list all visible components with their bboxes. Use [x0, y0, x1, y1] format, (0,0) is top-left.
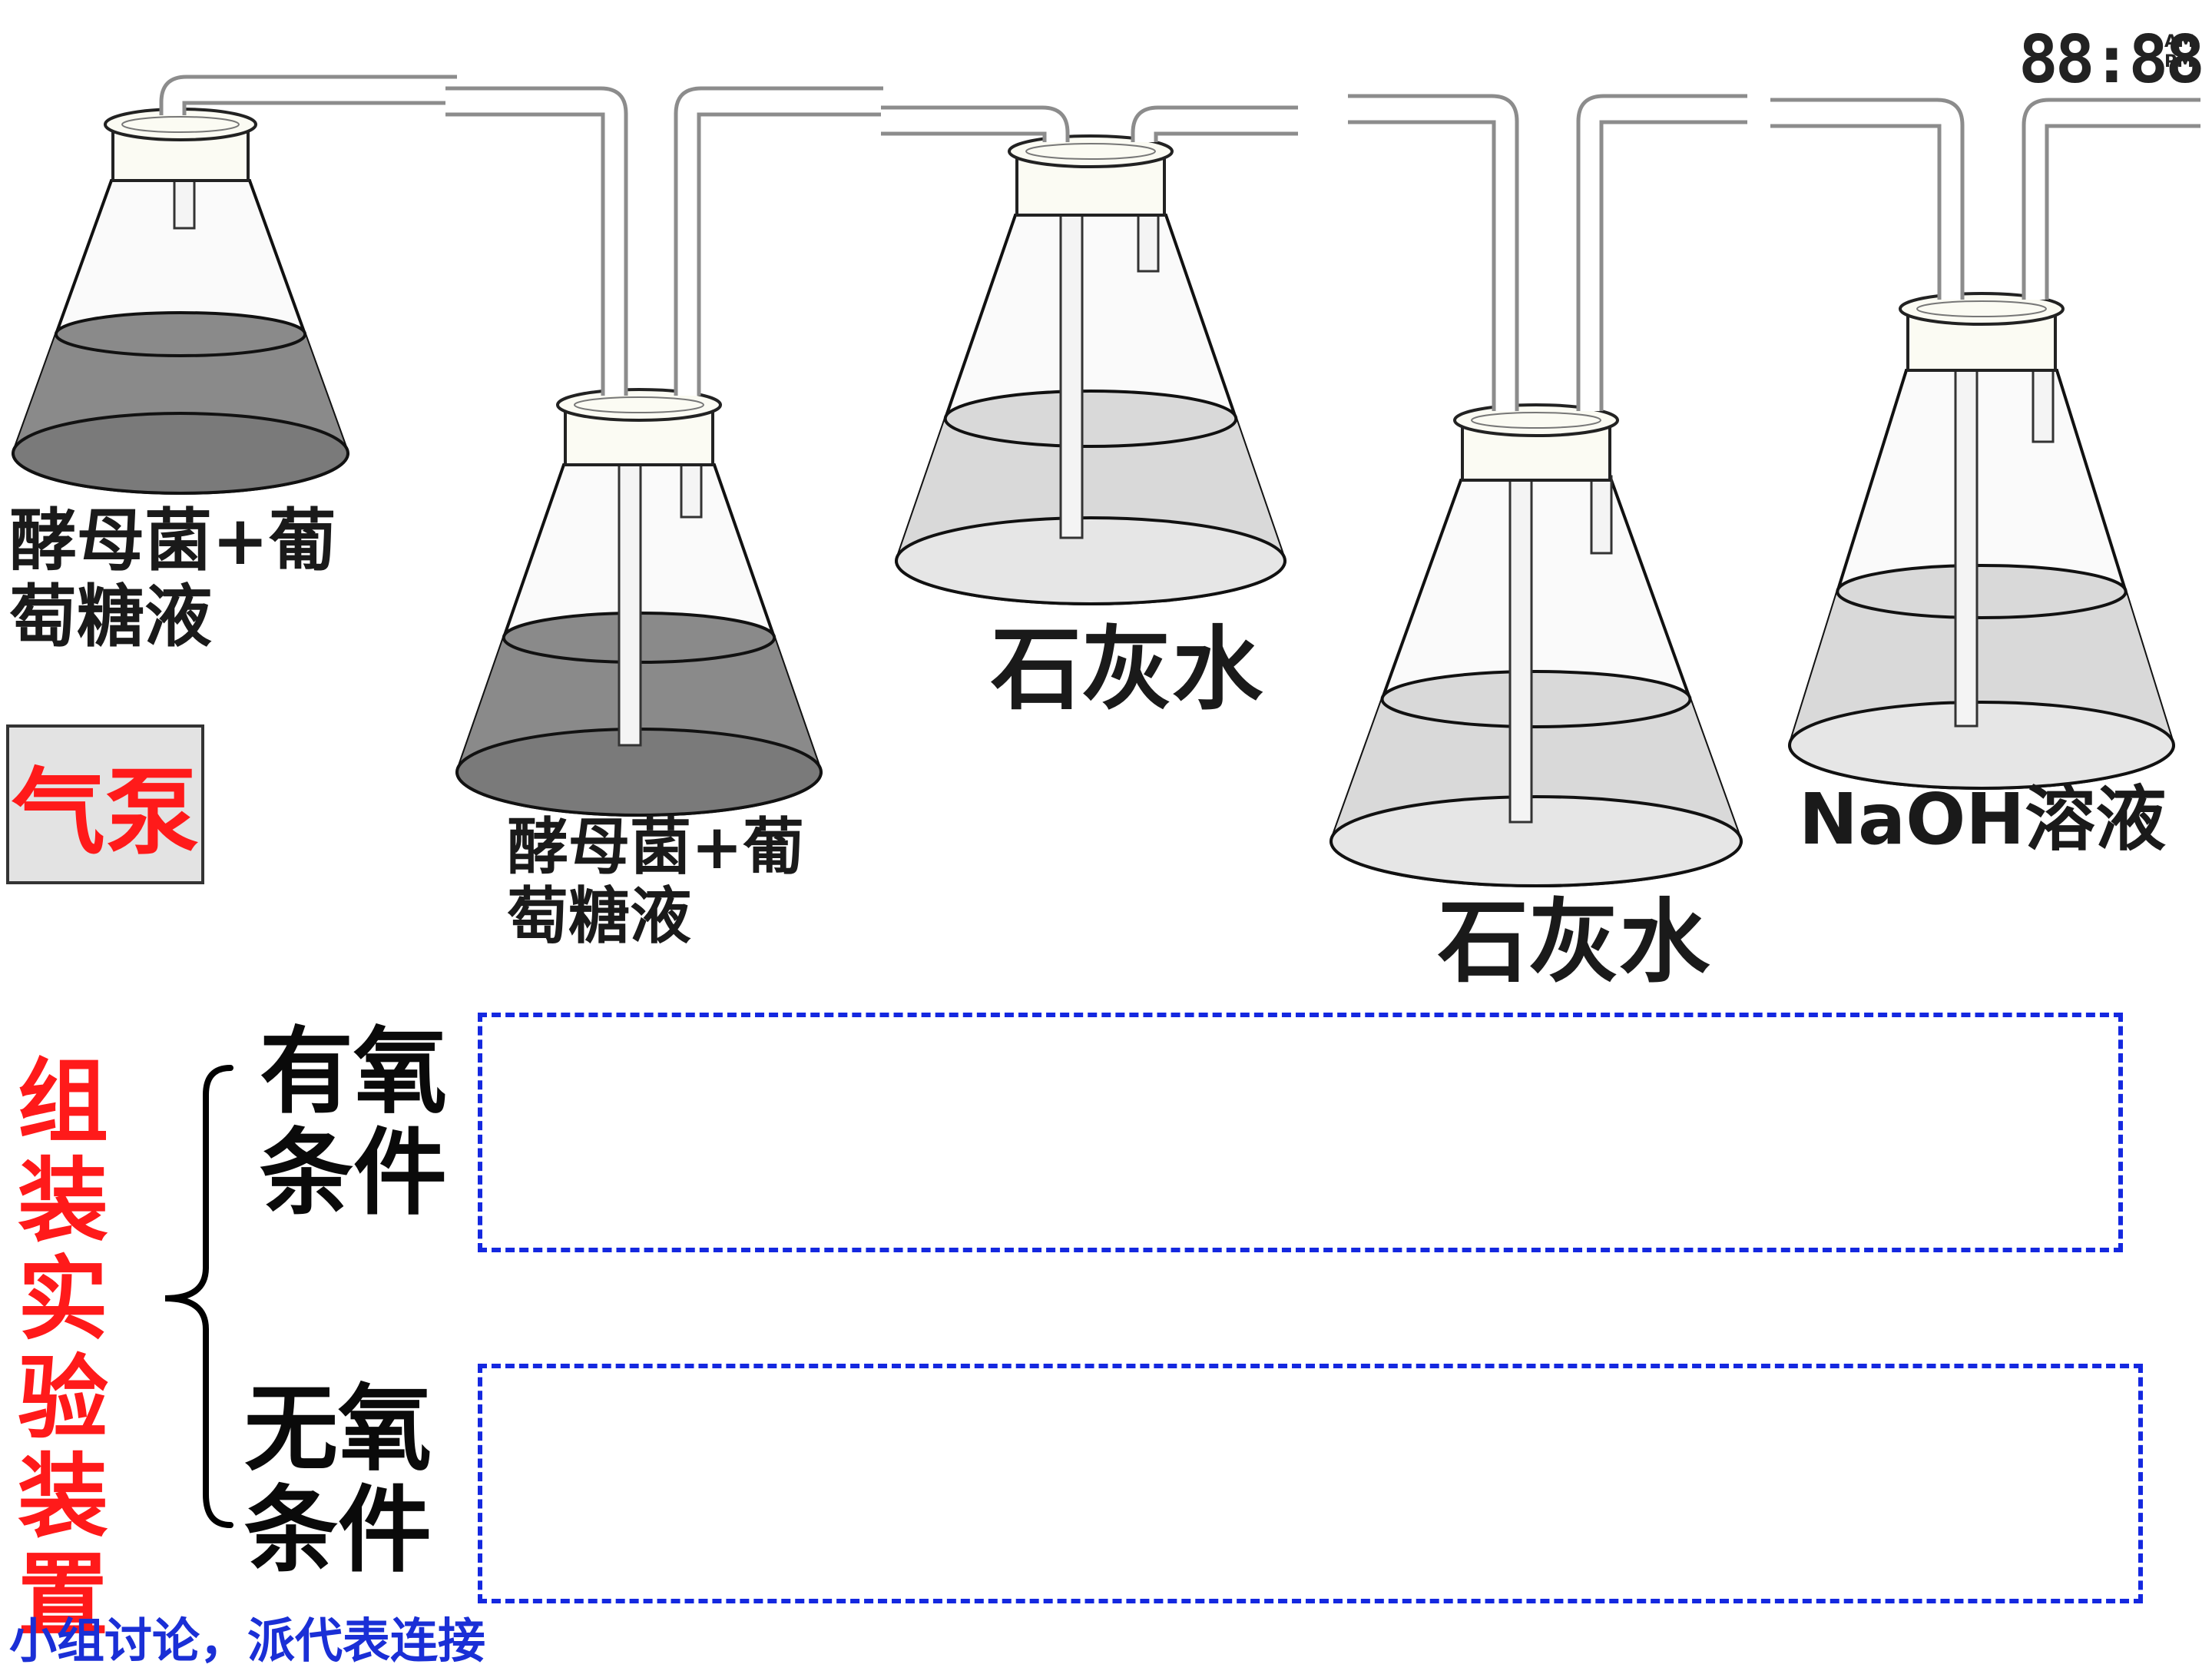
flask-2-stopper-rim: [574, 396, 704, 413]
footer-instruction: 小组讨论，派代表连接: [9, 1613, 486, 1669]
flask-4-label: 石灰水: [1438, 889, 1710, 995]
flask-1-base: [12, 412, 349, 495]
flask-2-outlet-tube-inner: [697, 112, 883, 396]
air-pump-label: 气泵: [12, 758, 199, 867]
flask-4-outlet-tube-fill: [1578, 96, 1747, 411]
flask-2-stopper-top: [556, 388, 722, 422]
flask-1-stopper-rim: [121, 116, 240, 133]
clock-ampm: AM PM: [2164, 32, 2194, 72]
flask-1: [11, 108, 350, 495]
flask-5-inlet-tube-outer: [1770, 98, 1965, 300]
flask-3-stopper-rim: [1025, 143, 1156, 160]
flask-2-outlet-tube-outer: [674, 86, 883, 396]
flask-3-stopper-top: [1008, 134, 1174, 168]
flask-4-outlet-tube-inner: [1599, 120, 1747, 411]
flask-3-inlet-tube-inner: [881, 131, 1047, 142]
flask-2-inlet-tube-outer: [445, 86, 628, 396]
flask-5-short-tube: [2032, 365, 2055, 443]
flask-4-short-tube: [1590, 475, 1613, 555]
flask-3-inlet-tube-outer: [881, 105, 1070, 142]
aerobic-assembly-area[interactable]: [478, 1013, 2123, 1252]
flask-4-stopper-top: [1453, 403, 1619, 437]
flask-4-inlet-tube-fill: [1348, 96, 1517, 411]
flask-1-liquid-surface: [54, 311, 307, 357]
flask-5-outlet-tube-fill: [2024, 100, 2200, 300]
assembly-title: 组装实验装置: [17, 1049, 108, 1649]
flask-2-short-tube: [680, 459, 703, 519]
flask-3-liquid-surface: [943, 390, 1238, 448]
flask-2-inlet-tube-fill: [445, 88, 626, 396]
flask-4: [1329, 403, 1743, 887]
anaerobic-assembly-area[interactable]: [478, 1364, 2143, 1603]
flask-5-inlet-tube-fill: [1770, 100, 1962, 300]
flask-3-outlet-tube-inner: [1154, 131, 1298, 142]
flask-5-stopper-rim: [1916, 300, 2047, 317]
flask-2: [455, 388, 823, 817]
flask-5-liquid-surface: [1836, 564, 2128, 619]
flask-3-long-tube: [1059, 210, 1084, 539]
flask-3-inlet-tube-fill: [881, 108, 1068, 142]
flask-5-inlet-tube-inner: [1770, 124, 1942, 300]
air-pump[interactable]: 气泵: [6, 724, 204, 884]
flask-5-outlet-tube-inner: [2045, 124, 2200, 300]
flask-5: [1787, 292, 2176, 790]
flask-1-inlet-tube-inner: [182, 101, 457, 115]
aerobic-condition-label: 有氧 条件: [260, 1017, 447, 1228]
flask-2-outlet-tube-fill: [676, 88, 883, 396]
anaerobic-condition-label: 无氧 条件: [244, 1374, 432, 1585]
flask-2-label: 酵母菌+葡 萄糖液: [507, 811, 805, 952]
flask-2-inlet-tube-inner: [445, 112, 605, 396]
flask-1-label: 酵母菌+葡 萄糖液: [9, 501, 336, 656]
flask-1-short-tube: [173, 175, 196, 230]
flask-3-base: [895, 516, 1286, 605]
flask-4-outlet-tube-outer: [1576, 94, 1747, 411]
flask-3-label: 石灰水: [991, 616, 1263, 722]
flask-5-stopper-top: [1899, 292, 2065, 326]
clock-display: 88:88: [2018, 22, 2205, 98]
flask-4-liquid-surface: [1380, 670, 1692, 728]
flask-3: [894, 134, 1287, 605]
flask-3-short-tube: [1137, 210, 1160, 273]
flask-1-inlet-tube-fill: [161, 77, 457, 115]
flask-5-base: [1788, 701, 2175, 790]
flask-4-base: [1330, 795, 1743, 887]
flask-5-outlet-tube-outer: [2022, 98, 2200, 300]
flask-5-long-tube: [1954, 365, 1979, 728]
flask-4-stopper-rim: [1471, 412, 1601, 429]
flask-5-label: NaOH溶液: [1799, 778, 2167, 860]
flask-1-inlet-tube-outer: [159, 75, 457, 115]
flask-4-inlet-tube-inner: [1348, 120, 1496, 411]
flask-4-inlet-tube-outer: [1348, 94, 1519, 411]
flask-4-long-tube: [1508, 475, 1533, 824]
flask-3-outlet-tube-outer: [1131, 105, 1298, 142]
condition-brace: [164, 1065, 233, 1528]
flask-2-long-tube: [618, 459, 642, 747]
